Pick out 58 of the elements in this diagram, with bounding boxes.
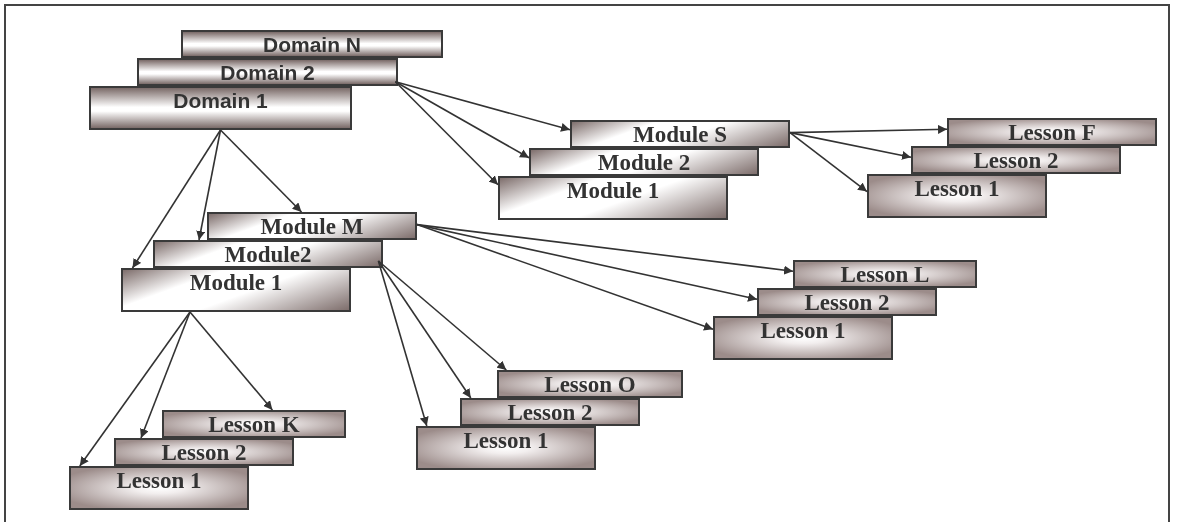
lesson-box <box>713 316 893 360</box>
box-label: Lesson 1 <box>760 319 846 343</box>
box-label: Lesson K <box>208 413 300 437</box>
lesson-box <box>162 410 346 438</box>
box-label: Module 1 <box>566 179 660 203</box>
arrow <box>377 260 508 371</box>
lesson-box <box>69 466 249 510</box>
arrow <box>789 131 868 193</box>
box-label: Lesson 2 <box>973 149 1059 173</box>
lesson-box <box>757 288 937 316</box>
lesson-box <box>497 370 683 398</box>
lesson-box <box>793 260 977 288</box>
module-box <box>153 240 383 268</box>
domain-box <box>181 30 443 58</box>
lesson-box <box>911 146 1121 174</box>
box-label: Lesson F <box>1008 121 1096 145</box>
box-label: Lesson 2 <box>507 401 593 425</box>
module-box <box>121 268 351 312</box>
arrow <box>140 311 191 439</box>
arrow <box>394 81 530 159</box>
module-box <box>529 148 759 176</box>
arrow <box>79 311 191 467</box>
domain-box <box>89 86 352 130</box>
box-label: Lesson 1 <box>116 469 202 493</box>
lesson-box <box>114 438 294 466</box>
module-box <box>498 176 728 220</box>
box-label: Module2 <box>224 243 312 267</box>
box-label: Lesson L <box>840 263 930 287</box>
box-label: Domain 2 <box>220 61 315 85</box>
arrow <box>416 223 758 302</box>
arrow <box>189 311 274 411</box>
lesson-box <box>460 398 640 426</box>
box-label: Module M <box>260 215 364 239</box>
box-label: Lesson O <box>544 373 636 397</box>
box-label: Lesson 2 <box>804 291 890 315</box>
arrow <box>377 260 429 427</box>
lesson-box <box>867 174 1047 218</box>
box-label: Domain 1 <box>173 89 268 113</box>
box-label: Domain N <box>263 33 361 57</box>
arrow <box>394 81 571 132</box>
box-label: Module 2 <box>597 151 691 175</box>
module-box <box>570 120 790 148</box>
arrow <box>394 81 499 186</box>
lesson-box <box>416 426 596 470</box>
module-box <box>207 212 417 240</box>
domain-box <box>137 58 398 86</box>
lesson-box <box>947 118 1157 146</box>
box-label: Module S <box>633 123 727 147</box>
arrow <box>219 129 303 213</box>
box-label: Module 1 <box>189 271 283 295</box>
arrow <box>131 129 222 269</box>
box-label: Lesson 1 <box>463 429 549 453</box>
arrow <box>196 129 222 241</box>
box-label: Lesson 2 <box>161 441 247 465</box>
arrow <box>789 131 912 160</box>
arrow <box>377 260 472 399</box>
arrow <box>416 223 714 331</box>
box-label: Lesson 1 <box>914 177 1000 201</box>
